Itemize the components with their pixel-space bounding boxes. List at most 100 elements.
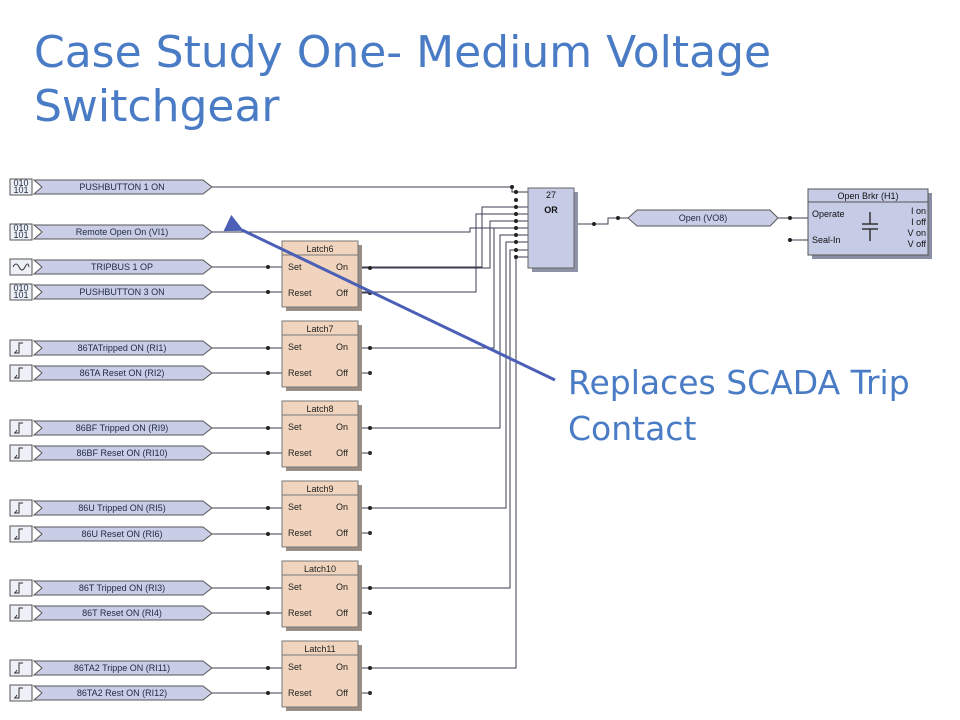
latch-body xyxy=(281,640,359,708)
junction-dot xyxy=(514,219,518,223)
latch-set-label: Set xyxy=(288,582,302,592)
binary-icon-text: 101 xyxy=(13,185,28,195)
input-label: 86U Reset ON (RI6) xyxy=(81,529,162,539)
latch-reset-label: Reset xyxy=(288,368,312,378)
capacitor-icon xyxy=(862,212,878,241)
wire xyxy=(212,213,528,293)
junction-dot xyxy=(266,691,270,695)
latch-body xyxy=(281,400,359,468)
step-icon xyxy=(14,687,23,699)
latch-off-label: Off xyxy=(336,368,348,378)
input-operand[interactable]: 86T Reset ON (RI4) xyxy=(9,604,213,622)
junction-dot xyxy=(514,198,518,202)
latch-name: Latch8 xyxy=(306,404,333,414)
input-icon-box xyxy=(9,283,33,301)
binary-icon-text: 101 xyxy=(13,230,28,240)
input-label: PUSHBUTTON 3 ON xyxy=(79,287,164,297)
input-tag xyxy=(32,365,213,381)
input-operand[interactable]: 86BF Reset ON (RI10) xyxy=(9,444,213,462)
junction-dot xyxy=(266,506,270,510)
latch-set-label: Set xyxy=(288,422,302,432)
junction-dot xyxy=(514,226,518,230)
input-icon-box xyxy=(9,659,33,677)
latch-body xyxy=(281,560,359,628)
input-label: 86T Tripped ON (RI3) xyxy=(79,583,165,593)
breaker-input-seal-in: Seal-In xyxy=(812,235,841,245)
step-icon xyxy=(14,422,23,434)
junction-dot xyxy=(266,426,270,430)
or-gate-body[interactable] xyxy=(527,187,575,269)
step-icon xyxy=(14,582,23,594)
junction-dot xyxy=(266,290,270,294)
wires-group xyxy=(212,185,808,695)
input-operand[interactable]: 86TATripped ON (RI1) xyxy=(9,339,213,357)
junction-dot xyxy=(514,248,518,252)
input-label: 86T Reset ON (RI4) xyxy=(82,608,162,618)
input-operand[interactable]: TRIPBUS 1 OP xyxy=(9,258,213,276)
input-icon-box xyxy=(9,419,33,437)
junction-dot xyxy=(368,586,372,590)
junction-dot xyxy=(266,532,270,536)
input-icon-box xyxy=(9,444,33,462)
input-operand[interactable]: 86TA2 Rest ON (RI12) xyxy=(9,684,213,702)
virtual-output-tag[interactable] xyxy=(627,209,779,227)
junction-dot xyxy=(266,586,270,590)
input-tag xyxy=(32,660,213,676)
junction-dot xyxy=(510,185,514,189)
latch-on-label: On xyxy=(336,502,348,512)
wire xyxy=(358,220,528,269)
input-operand[interactable]: 86U Reset ON (RI6) xyxy=(9,525,213,543)
input-label: TRIPBUS 1 OP xyxy=(91,262,153,272)
wire xyxy=(574,217,628,225)
input-label: 86TATripped ON (RI1) xyxy=(78,343,167,353)
input-label: 86TA2 Trippe ON (RI11) xyxy=(74,663,170,673)
step-icon xyxy=(14,342,23,354)
input-operand[interactable]: 86U Tripped ON (RI5) xyxy=(9,499,213,517)
step-icon xyxy=(14,662,23,674)
input-tag xyxy=(32,284,213,300)
input-icon-box xyxy=(9,499,33,517)
latch-name: Latch10 xyxy=(304,564,336,574)
input-operand[interactable]: 86TA Reset ON (RI2) xyxy=(9,364,213,382)
junction-dot xyxy=(266,611,270,615)
junction-dot xyxy=(592,222,596,226)
latch-off-label: Off xyxy=(336,448,348,458)
input-icon-box xyxy=(9,339,33,357)
latch-reset-label: Reset xyxy=(288,288,312,298)
input-tag xyxy=(32,259,213,275)
breaker-body[interactable] xyxy=(807,188,929,256)
wire xyxy=(358,227,528,349)
wire xyxy=(358,234,528,429)
input-tag xyxy=(32,420,213,436)
wave-icon xyxy=(12,263,30,271)
binary-icon-text: 010 xyxy=(13,223,28,233)
input-operand[interactable]: 86T Tripped ON (RI3) xyxy=(9,579,213,597)
input-label: 86U Tripped ON (RI5) xyxy=(78,503,166,513)
input-operand[interactable]: 86TA2 Trippe ON (RI11) xyxy=(9,659,213,677)
input-operand[interactable]: 86BF Tripped ON (RI9) xyxy=(9,419,213,437)
wire xyxy=(212,227,528,233)
latch-on-label: On xyxy=(336,662,348,672)
callout-text: Replaces SCADA Trip Contact xyxy=(568,363,910,448)
latch-on-label: On xyxy=(336,262,348,272)
junction-dot xyxy=(266,451,270,455)
latch-on-label: On xyxy=(336,422,348,432)
input-label: 86BF Reset ON (RI10) xyxy=(76,448,167,458)
or-gate-number: 27 xyxy=(546,190,556,200)
latch-reset-label: Reset xyxy=(288,608,312,618)
junction-dot xyxy=(616,216,620,220)
binary-icon-text: 010 xyxy=(13,178,28,188)
junction-dot xyxy=(514,212,518,216)
input-icon-box xyxy=(9,525,33,543)
